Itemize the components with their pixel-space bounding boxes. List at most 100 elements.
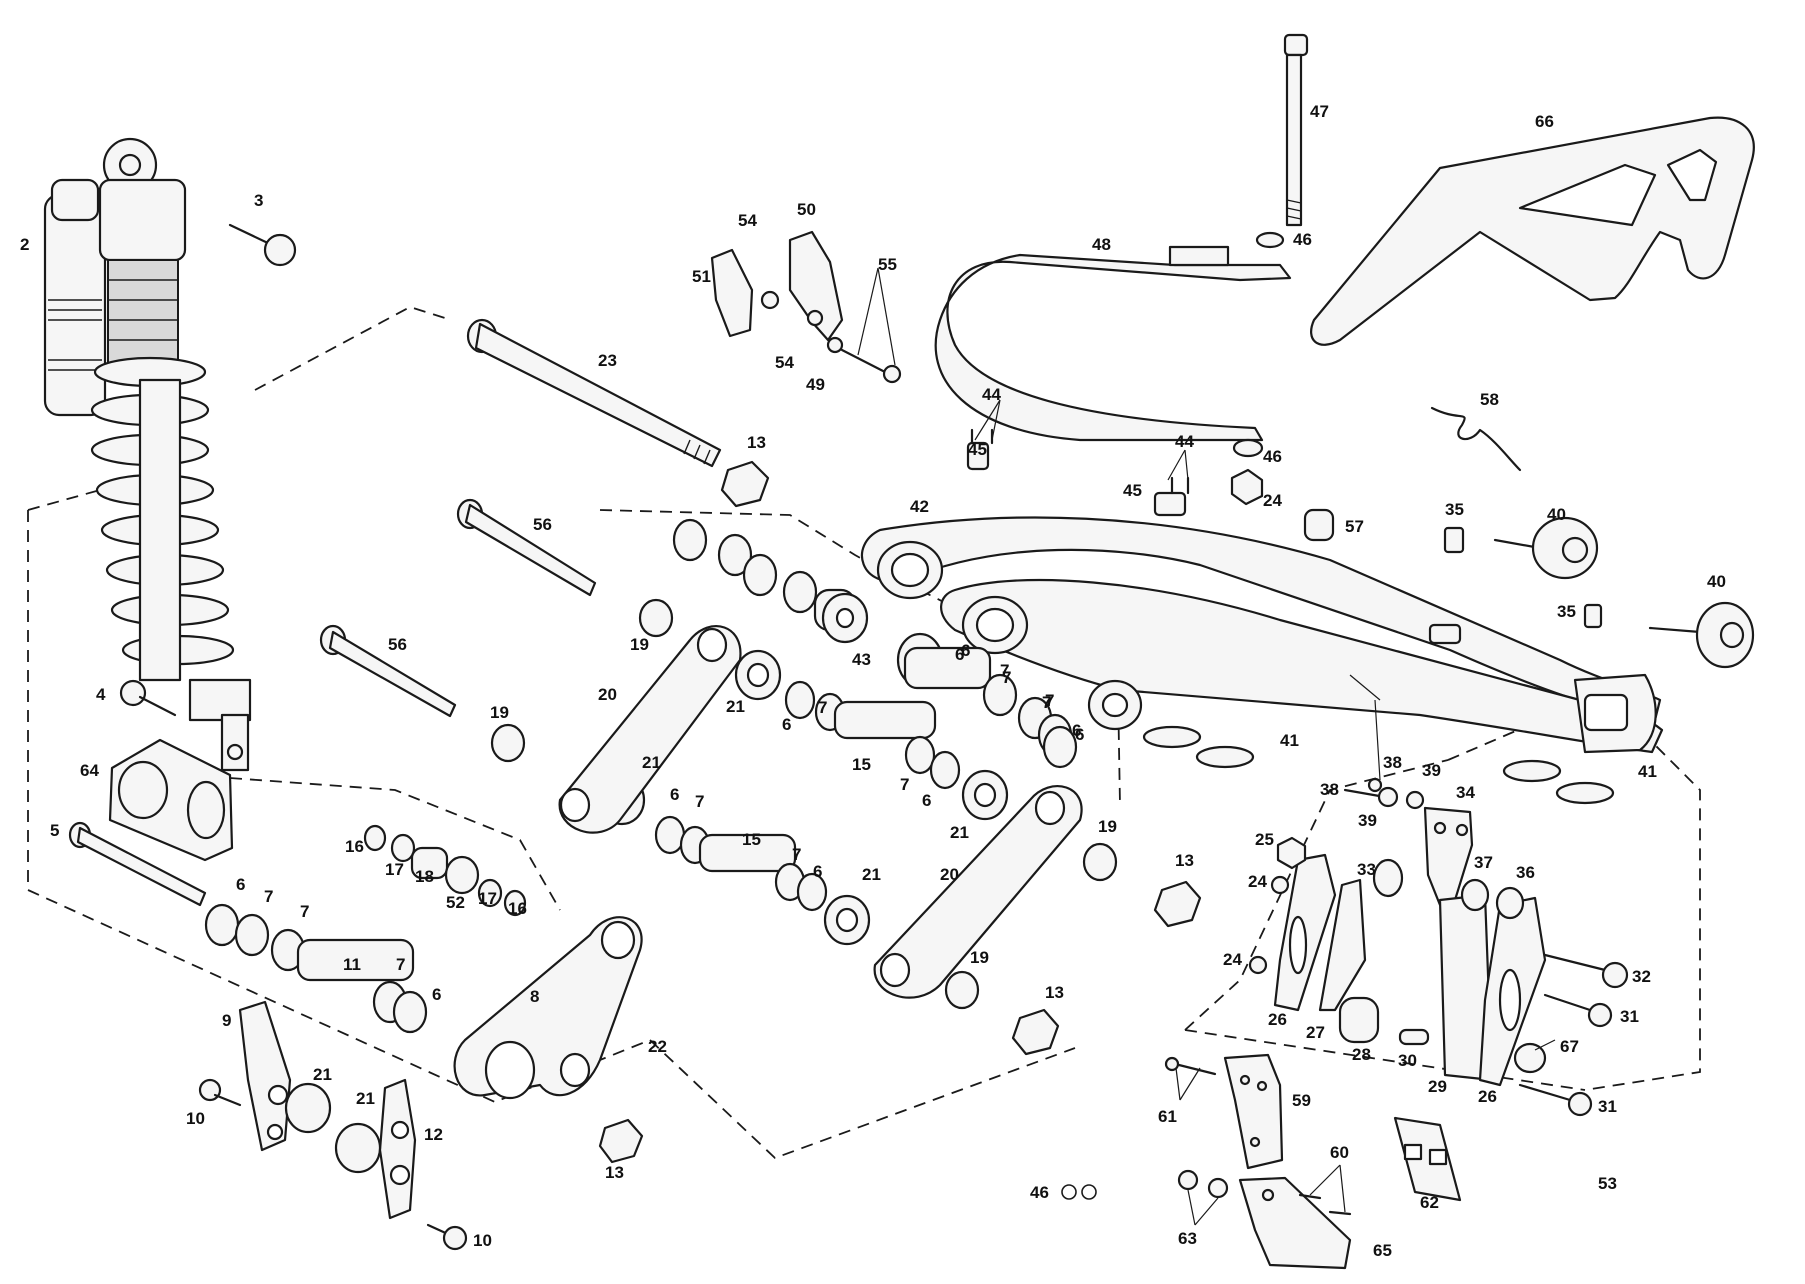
label: 33 [1357, 860, 1376, 879]
label: 7 [1000, 661, 1009, 680]
chain-guard-66 [1310, 116, 1755, 346]
label: 36 [1516, 863, 1535, 882]
label: 6 [782, 715, 791, 734]
bolts-38-39 [1343, 777, 1425, 810]
bolt-4 [119, 679, 177, 717]
label: 31 [1598, 1097, 1617, 1116]
label: 64 [80, 761, 99, 780]
label: 21 [642, 753, 661, 772]
label: 40 [1547, 505, 1566, 524]
label: 15 [852, 755, 871, 774]
label: 6 [922, 791, 931, 810]
label: 28 [1352, 1045, 1371, 1064]
label: 10 [186, 1109, 205, 1128]
label: 7 [900, 775, 909, 794]
label: 34 [1456, 783, 1475, 802]
label: 24 [1248, 872, 1267, 891]
label: 56 [533, 515, 552, 534]
chain-slider-48 [934, 245, 1292, 442]
plate-26-right [1478, 896, 1547, 1087]
label: 17 [385, 860, 404, 879]
label: 26 [1478, 1087, 1497, 1106]
label: 46 [1263, 447, 1282, 466]
link-rod-20-lower [873, 785, 1083, 999]
nut-35-upper [1443, 526, 1465, 554]
label: 11 [343, 955, 361, 974]
label: 29 [1428, 1077, 1447, 1096]
label: 9 [222, 1011, 231, 1030]
label: 47 [1310, 102, 1329, 121]
label: 51 [692, 267, 711, 286]
washer-21-a [284, 1082, 332, 1134]
bolt-31-lower [1518, 1083, 1593, 1117]
label: 18 [415, 867, 434, 886]
label: 21 [356, 1089, 375, 1108]
label: 55 [878, 255, 897, 274]
label: 6 [813, 862, 822, 881]
leader-lines [857, 267, 1556, 1226]
label: 13 [605, 1163, 624, 1182]
nut-24-b [1248, 955, 1268, 975]
plate-12 [378, 1078, 417, 1220]
label: 7 [792, 845, 801, 864]
spring-clip-58 [1430, 406, 1522, 472]
label: 7 [1045, 691, 1054, 710]
label: 54 [738, 211, 757, 230]
washer-21-b [334, 1122, 382, 1174]
label: 49 [806, 375, 825, 394]
label: 16 [508, 899, 527, 918]
bolt-31-upper [1543, 993, 1613, 1028]
label: 21 [862, 865, 881, 884]
label: 66 [1535, 112, 1554, 131]
label: 31 [1620, 1007, 1639, 1026]
note-label: 46 [1030, 1183, 1049, 1202]
pads-41 [1142, 725, 1615, 805]
label: 22 [648, 1037, 667, 1056]
label: 40 [1707, 572, 1726, 591]
caliper-bracket-34 [1423, 806, 1474, 907]
bolt-5 [68, 821, 207, 907]
label: 45 [968, 440, 987, 459]
bearing-stack-11 [204, 903, 428, 1034]
label: 6 [961, 641, 970, 660]
label: 42 [910, 497, 929, 516]
bolt-32 [1543, 953, 1629, 989]
plate-62 [1393, 1116, 1462, 1202]
nut-13-top [720, 460, 770, 508]
bearing-stack-15-lower [654, 815, 828, 912]
bolt-3 [228, 223, 297, 267]
label: 7 [818, 698, 827, 717]
label: 19 [970, 948, 989, 967]
rocker-8 [453, 916, 643, 1100]
label: 6 [955, 645, 964, 664]
label: 7 [396, 955, 405, 974]
spacer-57 [1303, 508, 1335, 542]
label: 30 [1398, 1051, 1417, 1070]
bearing-stack-52 [363, 824, 527, 917]
bearing-stack-mid-right [896, 632, 1078, 769]
label: 7 [264, 887, 273, 906]
bearing-stack-upper [672, 518, 869, 644]
bearing-stack-15-upper [784, 680, 961, 790]
bolts-60 [1298, 1193, 1352, 1216]
label: 53 [1598, 1174, 1617, 1193]
plate-9 [238, 1000, 292, 1152]
axle-adjuster-40-upper [1493, 516, 1599, 580]
label: 2 [20, 235, 29, 254]
washer-46-mid [1232, 438, 1264, 458]
label: 17 [478, 889, 497, 908]
label: 50 [797, 200, 816, 219]
label: 13 [747, 433, 766, 452]
label: 35 [1445, 500, 1464, 519]
label: 20 [598, 685, 617, 704]
label: 65 [1373, 1241, 1392, 1260]
label: 60 [1330, 1143, 1349, 1162]
label: 54 [775, 353, 794, 372]
label: 5 [50, 821, 59, 840]
nut-13-lower [1011, 1008, 1060, 1056]
label: 24 [1263, 491, 1282, 510]
label: 19 [1098, 817, 1117, 836]
plate-65 [1238, 1176, 1352, 1270]
label: 23 [598, 351, 617, 370]
